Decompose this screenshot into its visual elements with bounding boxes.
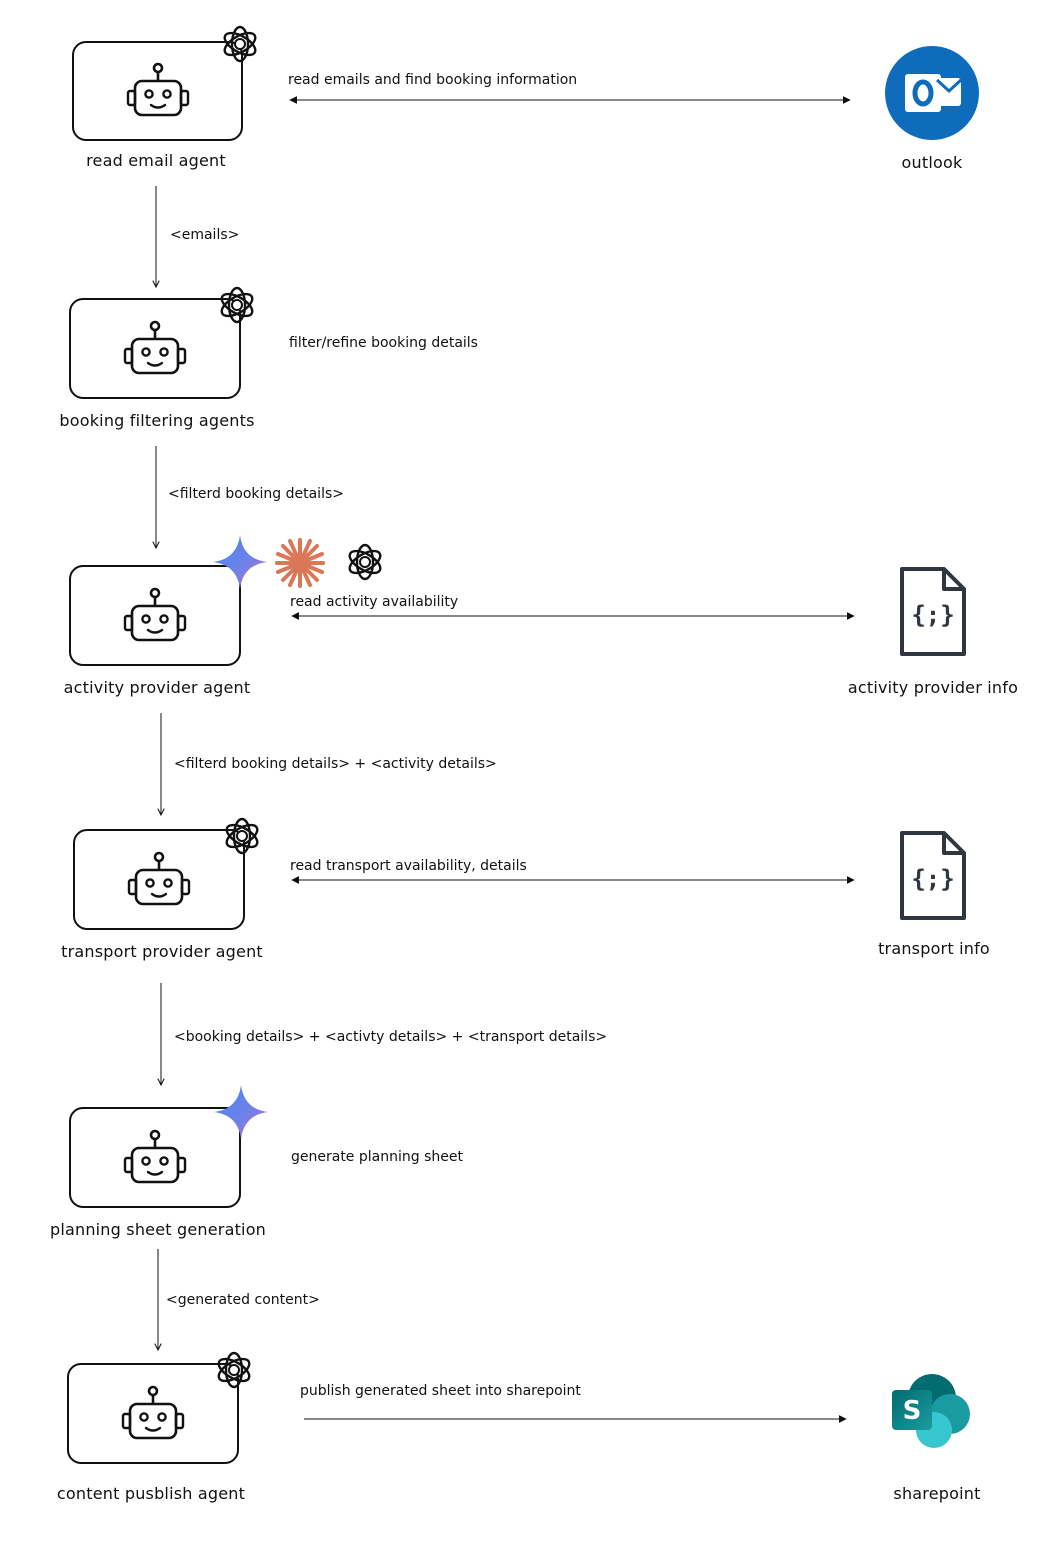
svg-text:{;}: {;} <box>911 865 954 893</box>
gemini-sparkle-icon <box>214 1085 268 1139</box>
edge-label-filter-refine: filter/refine booking details <box>289 335 478 351</box>
agent-box-read-email[interactable] <box>72 41 243 141</box>
resource-label-activity-provider-info: activity provider info <box>847 678 1019 697</box>
agent-label-booking-filtering: booking filtering agents <box>59 411 255 430</box>
agent-label-read-email: read email agent <box>86 151 226 170</box>
robot-icon <box>126 62 189 117</box>
edge-label-read-emails: read emails and find booking information <box>288 72 578 88</box>
resource-label-outlook: outlook <box>901 153 963 172</box>
resource-label-sharepoint: sharepoint <box>893 1484 981 1503</box>
robot-icon <box>123 1129 187 1183</box>
robot-icon <box>127 851 191 905</box>
robot-icon <box>121 1385 185 1439</box>
agent-label-planning-sheet: planning sheet generation <box>49 1220 267 1239</box>
agent-box-planning-sheet[interactable] <box>69 1107 241 1208</box>
openai-logo-icon <box>217 1351 251 1389</box>
openai-logo-icon <box>348 543 382 581</box>
edge-label-read-transport: read transport availability, details <box>290 858 527 874</box>
openai-logo-icon <box>225 817 259 855</box>
agent-box-activity-provider[interactable] <box>69 565 241 666</box>
robot-icon <box>123 587 187 641</box>
flow-label-generated: <generated content> <box>166 1292 320 1308</box>
agent-box-transport-provider[interactable] <box>73 829 245 930</box>
resource-label-transport-info: transport info <box>878 939 990 958</box>
flow-label-emails: <emails> <box>170 227 240 243</box>
json-file-icon[interactable]: {;} <box>898 829 968 922</box>
edge-label-read-activity: read activity availability <box>290 594 459 610</box>
outlook-icon[interactable] <box>885 46 979 140</box>
agent-label-activity-provider: activity provider agent <box>63 678 251 697</box>
openai-logo-icon <box>220 286 254 324</box>
agent-label-transport-provider: transport provider agent <box>61 942 263 961</box>
json-file-icon[interactable]: {;} <box>898 565 968 658</box>
flow-label-filtered: <filterd booking details> <box>168 486 344 502</box>
agent-label-content-publish: content pusblish agent <box>56 1484 246 1503</box>
claude-asterisk-icon <box>275 538 325 588</box>
edge-label-generate-sheet: generate planning sheet <box>291 1149 463 1165</box>
svg-text:{;}: {;} <box>911 601 954 629</box>
edge-label-publish: publish generated sheet into sharepoint <box>300 1383 581 1399</box>
gemini-sparkle-icon <box>213 535 267 589</box>
svg-text:S: S <box>903 1396 922 1426</box>
openai-logo-icon <box>223 25 257 63</box>
agent-box-booking-filtering[interactable] <box>69 298 241 399</box>
flow-label-transport: <booking details> + <activty details> + … <box>174 1029 608 1045</box>
agent-box-content-publish[interactable] <box>67 1363 239 1464</box>
flow-label-activity: <filterd booking details> + <activity de… <box>174 756 497 772</box>
robot-icon <box>123 320 187 374</box>
sharepoint-icon[interactable]: S <box>890 1372 974 1452</box>
